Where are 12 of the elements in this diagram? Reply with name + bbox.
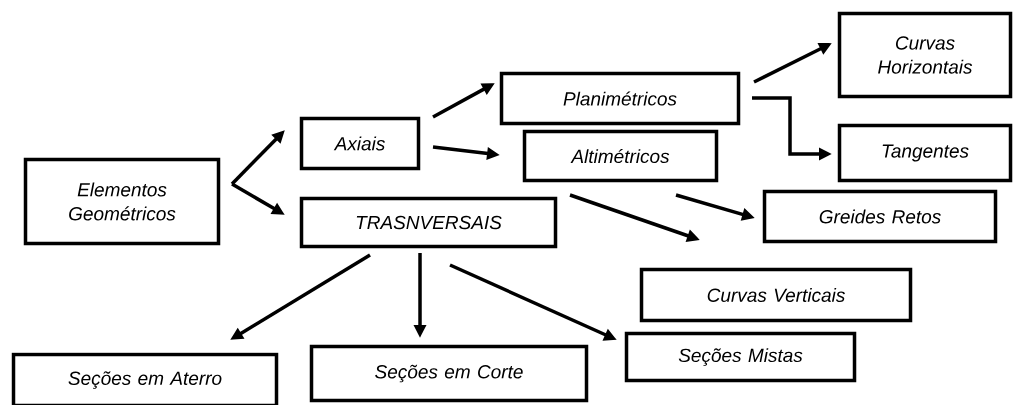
process-box: Axiais	[299, 116, 421, 171]
process-box: Greides Retos	[762, 189, 998, 244]
process-box: Elementos Geométricos	[23, 157, 221, 246]
process-box: Curvas Horizontais	[837, 11, 1013, 99]
process-box: Altimétricos	[522, 129, 719, 183]
process-box: TRASNVERSAIS	[299, 196, 558, 249]
process-box: Tangentes	[837, 123, 1013, 183]
process-box: Curvas Verticais	[639, 267, 913, 323]
process-box: Seções em Corte	[309, 344, 589, 403]
process-box: Planimétricos	[499, 71, 741, 126]
process-box: Seções Mistas	[624, 331, 857, 383]
process-box: Seções em Aterro	[11, 352, 279, 405]
